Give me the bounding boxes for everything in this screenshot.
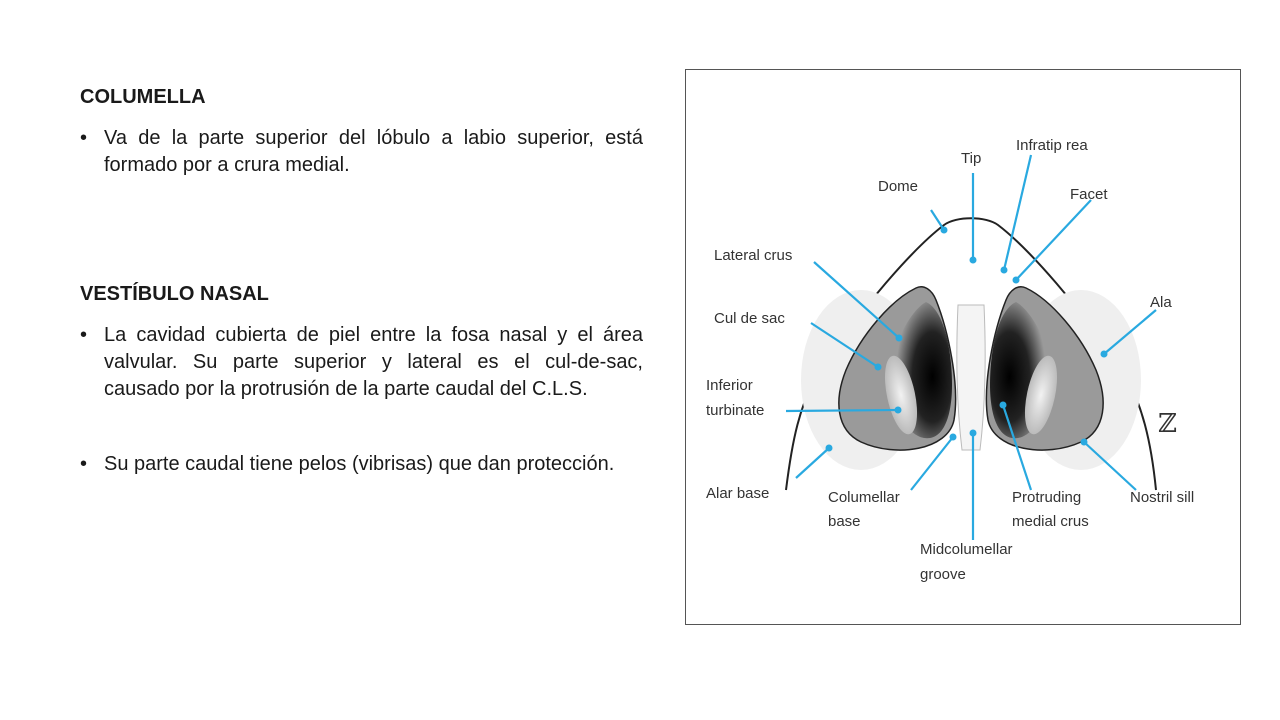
diagram-labels: Tip Infratip rea Dome Facet Lateral crus… [706,137,1194,583]
columella-bullet: Va de la parte superior del lóbulo a lab… [80,125,643,179]
right-turbinate [1024,355,1058,435]
columella-heading: COLUMELLA [80,86,206,108]
nasal-base-diagram: Tip Infratip rea Dome Facet Lateral crus… [685,69,1241,625]
vestibulo-bullet-1: La cavidad cubierta de piel entre la fos… [80,322,643,403]
label-columellar-2: base [828,513,861,530]
label-ala: Ala [1150,294,1172,311]
label-inferior-2: turbinate [706,402,764,419]
label-protruding-1: Protruding [1012,489,1081,506]
label-midcolumellar-1: Midcolumellar [920,541,1013,558]
label-facet: Facet [1070,186,1108,203]
label-infratip: Infratip rea [1016,137,1088,154]
label-tip: Tip [961,150,981,167]
signature-mark-icon: ℤ [1158,409,1177,439]
diagram-canvas: Tip Infratip rea Dome Facet Lateral crus… [706,137,1194,583]
columella [956,304,986,451]
leader-lines [785,154,1157,540]
label-dome: Dome [878,178,918,195]
vestibulo-bullet-2: Su parte caudal tiene pelos (vibrisas) q… [80,451,643,478]
label-protruding-2: medial crus [1012,513,1089,530]
label-nostril-sill: Nostril sill [1130,489,1194,506]
label-cul-de-sac: Cul de sac [714,310,785,327]
label-inferior-1: Inferior [706,377,753,394]
label-alar-base: Alar base [706,485,769,502]
vestibulo-heading: VESTÍBULO NASAL [80,283,269,305]
label-columellar-1: Columellar [828,489,900,506]
label-lateral-crus: Lateral crus [714,247,792,264]
label-midcolumellar-2: groove [920,566,966,583]
left-turbinate [884,355,918,435]
